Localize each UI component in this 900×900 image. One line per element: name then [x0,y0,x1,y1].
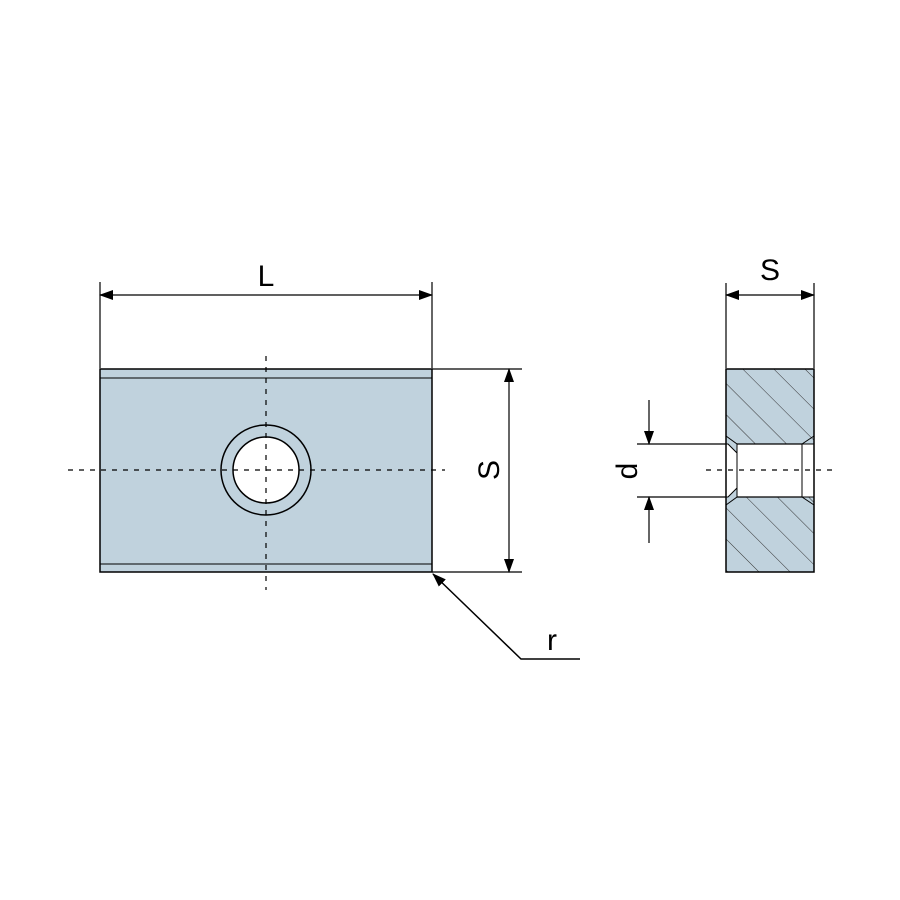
dimension-height: S [432,368,522,573]
radius-leader: r [432,573,580,660]
section-outline [725,368,815,573]
label-length: L [258,260,275,293]
label-height: S [473,460,506,480]
dimension-thickness: S [725,254,815,368]
label-radius: r [547,624,557,657]
section-chamfer-left [725,435,738,506]
front-view [68,356,445,590]
label-hole-diameter: d [611,463,644,480]
dimension-hole-diameter: d [611,400,726,543]
label-thickness: S [760,254,780,287]
dimension-length: L [99,260,433,368]
leader-line-radius [432,573,580,660]
side-section-view [706,368,836,573]
